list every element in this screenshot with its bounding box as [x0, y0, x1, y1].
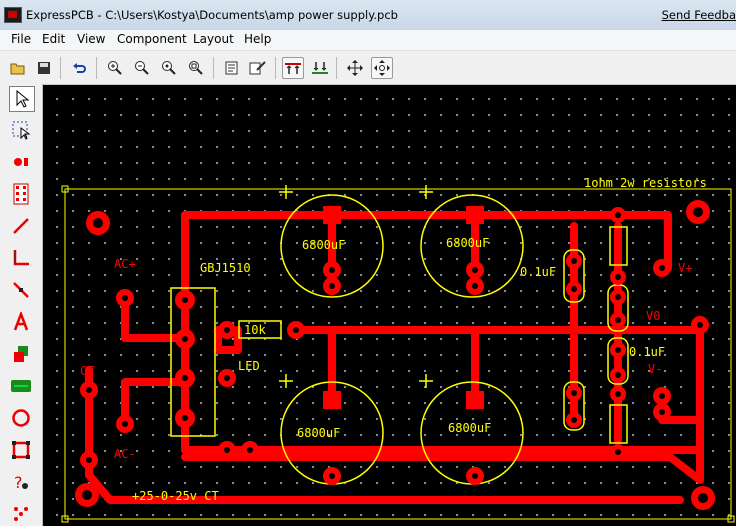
bridge-label: GBJ1510 — [200, 261, 251, 275]
toolbar — [0, 51, 736, 85]
title-bar: ExpressPCB - C:\Users\Kostya\Documents\a… — [0, 0, 736, 31]
menu-edit[interactable]: Edit — [42, 32, 66, 46]
zoom-out-icon[interactable] — [131, 57, 153, 79]
menu-component[interactable]: Component — [117, 32, 187, 46]
tool-palette: ? — [0, 84, 43, 526]
circle-icon[interactable] — [9, 406, 33, 430]
select-box-icon[interactable] — [9, 118, 33, 142]
led-label: LED — [238, 359, 260, 373]
small-cap2-label: 0.1uF — [629, 345, 665, 359]
svg-text:?: ? — [14, 473, 23, 492]
fill-plane-icon[interactable] — [9, 342, 33, 366]
pcb-canvas[interactable]: 1ohm 2w resistors GBJ1510 10k LED 6800uF… — [43, 85, 736, 526]
pad-properties-icon[interactable] — [247, 57, 269, 79]
menu-file[interactable]: File — [11, 32, 32, 46]
properties-icon[interactable] — [221, 57, 243, 79]
zoom-in-icon[interactable] — [104, 57, 126, 79]
ac-minus-label: AC- — [114, 447, 136, 461]
rectangle-icon[interactable] — [9, 438, 33, 462]
trace-node-icon[interactable] — [9, 278, 33, 302]
cap2-label: 6800uF — [446, 236, 489, 250]
open-icon[interactable] — [7, 57, 29, 79]
zoom-page-icon[interactable] — [185, 57, 207, 79]
vplus-label: V+ — [678, 261, 692, 275]
dots-icon[interactable] — [9, 502, 33, 526]
cap3-label: 6800uF — [297, 426, 340, 440]
component-icon[interactable] — [9, 182, 33, 206]
select-icon[interactable] — [9, 86, 35, 112]
menu-help[interactable]: Help — [244, 32, 272, 46]
menu-layout[interactable]: Layout — [193, 32, 234, 46]
top-layer-icon[interactable] — [282, 57, 304, 79]
ct-label: CT — [80, 364, 94, 378]
app-icon — [4, 7, 22, 23]
small-cap1-label: 0.1uF — [520, 265, 556, 279]
text-icon[interactable] — [9, 310, 33, 334]
pcb-layout: 1ohm 2w resistors GBJ1510 10k LED 6800uF… — [61, 176, 735, 523]
component-place-icon[interactable] — [9, 374, 33, 398]
move-icon[interactable] — [344, 57, 366, 79]
v0-label: V0 — [646, 309, 660, 323]
output-voltage-label: +25-0-25v CT — [132, 489, 219, 503]
pad-icon[interactable] — [9, 150, 33, 174]
vminus-label: V- — [648, 362, 662, 376]
send-feedback-link[interactable]: Send Feedba — [661, 8, 736, 22]
query-icon[interactable]: ? — [9, 470, 33, 494]
silkscreen — [170, 185, 629, 485]
ac-plus-label: AC+ — [114, 257, 136, 271]
undo-icon[interactable] — [68, 57, 90, 79]
menu-view[interactable]: View — [77, 32, 106, 46]
window-title: ExpressPCB - C:\Users\Kostya\Documents\a… — [26, 8, 398, 22]
cap4-label: 6800uF — [448, 421, 491, 435]
move-center-icon[interactable] — [371, 57, 393, 79]
zoom-fit-icon[interactable] — [158, 57, 180, 79]
save-icon[interactable] — [33, 57, 55, 79]
trace-icon[interactable] — [9, 214, 33, 238]
board-outline — [61, 185, 735, 523]
resistor-note-label: 1ohm 2w resistors — [584, 176, 707, 190]
bottom-layer-icon[interactable] — [309, 57, 331, 79]
resistor-label: 10k — [244, 323, 266, 337]
cap1-label: 6800uF — [302, 238, 345, 252]
trace-corner-icon[interactable] — [9, 246, 33, 270]
menu-bar: File Edit View Component Layout Help — [0, 30, 736, 51]
